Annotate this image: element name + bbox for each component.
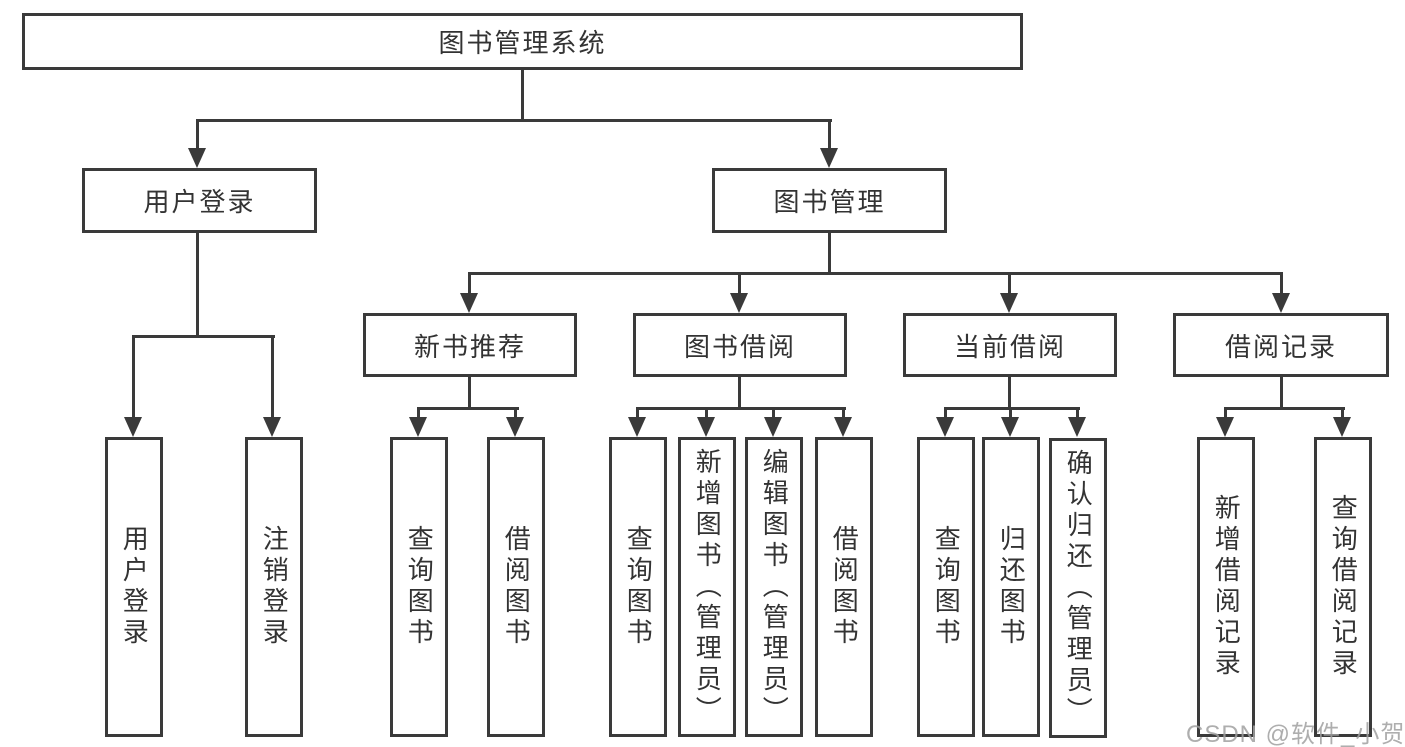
node-new-book-recommend-label: 新书推荐 [413, 331, 526, 362]
arrow-down-icon [834, 407, 853, 437]
connector-user-login-split [133, 335, 275, 338]
connector-user-login-down [196, 233, 199, 338]
node-root: 图书管理系统 [22, 13, 1023, 70]
connector-book-borrow-split [637, 407, 846, 410]
node-user-login-label: 用户登录 [143, 187, 256, 217]
leaf-login: 用户登录 [105, 437, 163, 737]
leaf-nbr-query-book: 查询图书 [390, 437, 448, 737]
leaf-nbr-borrow-book-label: 借阅图书 [501, 525, 532, 649]
arrow-down-icon [697, 407, 716, 437]
connector-root-split [197, 119, 832, 122]
leaf-bb-add-book: 新增图书（管理员） [678, 437, 736, 737]
connector-borrow-records-down [1280, 377, 1283, 410]
connector-current-borrow-down [1008, 377, 1011, 410]
arrow-down-icon [460, 272, 479, 313]
node-user-login: 用户登录 [82, 168, 317, 233]
leaf-bb-borrow-book-label: 借阅图书 [829, 525, 860, 649]
leaf-bb-edit-book-label: 编辑图书（管理员） [759, 447, 790, 727]
node-current-borrow-label: 当前借阅 [953, 331, 1066, 362]
leaf-bb-query-book: 查询图书 [609, 437, 667, 737]
node-borrow-records-label: 借阅记录 [1224, 331, 1337, 362]
leaf-cb-query-book-label: 查询图书 [931, 525, 962, 649]
arrow-down-icon [1272, 272, 1291, 313]
connector-book-management-down [828, 233, 831, 275]
arrow-down-icon [820, 119, 839, 168]
leaf-nbr-borrow-book: 借阅图书 [487, 437, 545, 737]
arrow-down-icon [628, 407, 647, 437]
arrow-down-icon [409, 407, 428, 437]
arrow-down-icon [936, 407, 955, 437]
connector-borrow-records-split [1225, 407, 1345, 410]
leaf-br-add-record: 新增借阅记录 [1197, 437, 1255, 737]
arrow-down-icon [1001, 407, 1020, 437]
leaf-cb-confirm-return: 确认归还（管理员） [1049, 438, 1107, 738]
node-book-borrow-label: 图书借阅 [683, 331, 796, 362]
leaf-bb-borrow-book: 借阅图书 [815, 437, 873, 737]
leaf-login-label: 用户登录 [119, 525, 150, 649]
node-current-borrow: 当前借阅 [903, 313, 1117, 377]
arrow-down-icon [506, 407, 525, 437]
leaf-cb-confirm-return-label: 确认归还（管理员） [1063, 448, 1094, 728]
connector-current-borrow-split [945, 407, 1080, 410]
connector-new-book-recommend-down [468, 377, 471, 410]
leaf-cb-query-book: 查询图书 [917, 437, 975, 737]
arrow-down-icon [263, 335, 282, 437]
connector-root-down [521, 70, 524, 121]
arrow-down-icon [764, 407, 783, 437]
leaf-cb-return-book-label: 归还图书 [996, 525, 1027, 649]
node-borrow-records: 借阅记录 [1173, 313, 1389, 377]
arrow-down-icon [1216, 407, 1235, 437]
leaf-logout-label: 注销登录 [259, 525, 290, 649]
node-root-label: 图书管理系统 [438, 28, 607, 58]
leaf-bb-add-book-label: 新增图书（管理员） [692, 447, 723, 727]
leaf-br-add-record-label: 新增借阅记录 [1211, 494, 1242, 680]
connector-new-book-recommend-split [418, 407, 519, 410]
arrow-down-icon [1333, 407, 1352, 437]
leaf-br-query-record-label: 查询借阅记录 [1328, 494, 1359, 680]
arrow-down-icon [188, 119, 207, 168]
node-book-borrow: 图书借阅 [633, 313, 847, 377]
leaf-bb-query-book-label: 查询图书 [623, 525, 654, 649]
leaf-br-query-record: 查询借阅记录 [1314, 437, 1372, 737]
leaf-bb-edit-book: 编辑图书（管理员） [745, 437, 803, 737]
arrow-down-icon [124, 335, 143, 437]
arrow-down-icon [730, 272, 749, 313]
node-new-book-recommend: 新书推荐 [363, 313, 577, 377]
node-book-management-label: 图书管理 [773, 187, 886, 217]
leaf-logout: 注销登录 [245, 437, 303, 737]
node-book-management: 图书管理 [712, 168, 947, 233]
arrow-down-icon [1000, 272, 1019, 313]
csdn-watermark: CSDN @软件_小贺同学 [1186, 721, 1405, 747]
connector-book-borrow-down [738, 377, 741, 410]
connector-book-management-split [469, 272, 1283, 275]
leaf-cb-return-book: 归还图书 [982, 437, 1040, 737]
arrow-down-icon [1068, 407, 1087, 437]
leaf-nbr-query-book-label: 查询图书 [404, 525, 435, 649]
